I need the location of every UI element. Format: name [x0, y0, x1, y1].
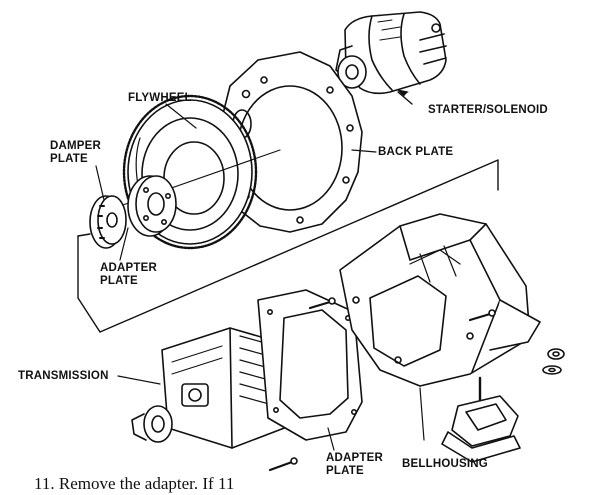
- caption-text: 11. Remove the adapter. If 11: [34, 474, 235, 493]
- adapter-plate-lower-drawing: [257, 289, 363, 441]
- label-bellhousing: BELLHOUSING: [402, 458, 488, 470]
- adapter-plate-upper-drawing: [127, 175, 177, 237]
- engine-mount-drawing: [441, 376, 521, 463]
- label-damper-plate: DAMPER PLATE: [50, 140, 102, 165]
- label-starter-solenoid: STARTER/SOLENOID: [428, 104, 548, 116]
- bellhousing-drawing: [339, 213, 541, 387]
- label-back-plate: BACK PLATE: [378, 146, 454, 158]
- nut-washer-drawing: [542, 348, 565, 375]
- damper-plate-drawing: [89, 195, 127, 249]
- label-flywheel: FLYWHEEL: [128, 92, 192, 104]
- starter-solenoid-drawing: [335, 11, 447, 95]
- label-adapter-plate-lower: ADAPTER PLATE: [326, 452, 383, 477]
- label-adapter-plate-upper: ADAPTER PLATE: [100, 262, 157, 287]
- label-transmission: TRANSMISSION: [18, 370, 109, 382]
